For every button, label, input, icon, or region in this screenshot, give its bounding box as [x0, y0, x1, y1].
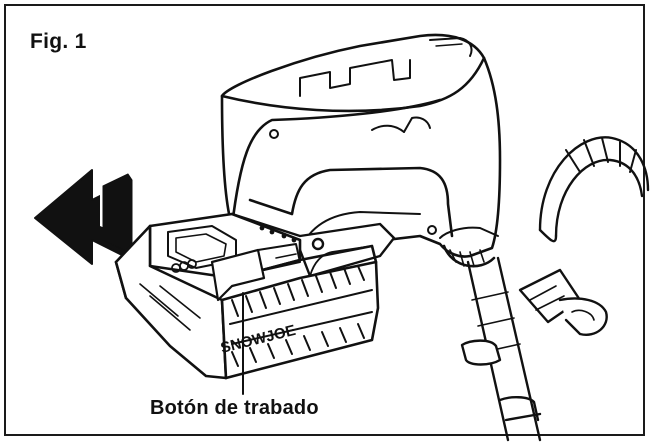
- trimmer-shaft: [460, 256, 542, 442]
- arrow-left-icon: [34, 169, 133, 265]
- motor-housing: [220, 33, 502, 268]
- auxiliary-handle: [518, 136, 650, 336]
- figure-label: Fig. 1: [30, 30, 87, 53]
- callout-label-lock-button: Botón de trabado: [150, 397, 319, 419]
- battery-pack: SNOWJOE: [114, 212, 380, 380]
